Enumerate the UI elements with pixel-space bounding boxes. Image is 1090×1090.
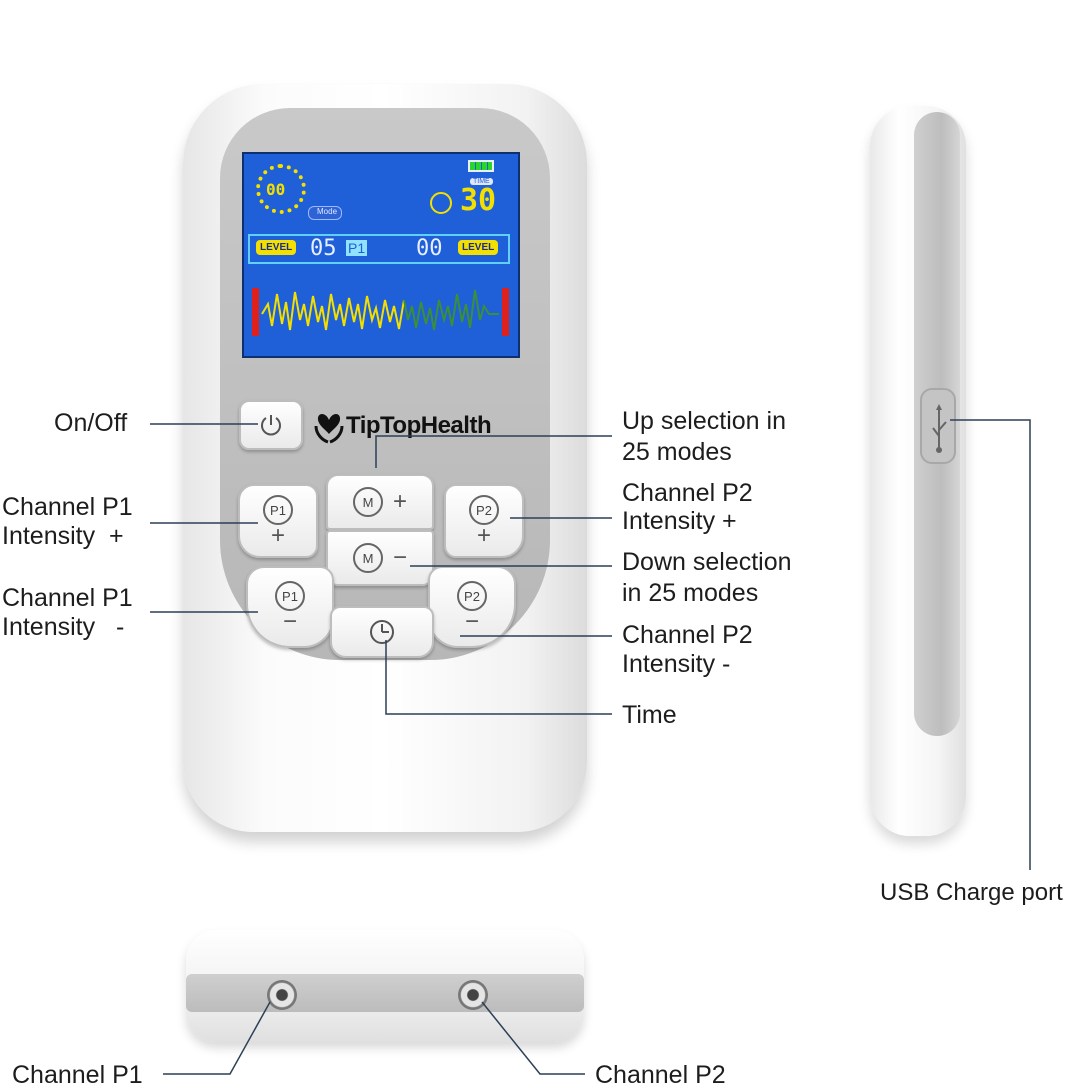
label-p1-minus-line2: Intensity - <box>2 613 125 641</box>
p2-chip-icon: P2 <box>457 581 487 611</box>
p1-chip-icon: P1 <box>275 581 305 611</box>
label-p2-minus-line1: Channel P2 <box>622 621 753 649</box>
level-tag-p2: LEVEL <box>458 240 499 255</box>
brand-name: TipTopHealth <box>346 412 492 439</box>
lcd-screen: 00 Mode TIME 30 LEVEL 05 P1 00 LEVEL <box>242 152 520 358</box>
label-bottom-p1: Channel P1 <box>12 1061 143 1089</box>
label-up-line1: Up selection in <box>622 407 786 435</box>
p1-tag: P1 <box>346 240 368 256</box>
label-p1-plus-line1: Channel P1 <box>2 493 133 521</box>
label-p1-plus-line2: Intensity + <box>2 522 124 550</box>
timer-icon <box>430 192 452 214</box>
mode-chip-icon: M <box>352 487 383 517</box>
bottom-device-band <box>186 974 584 1012</box>
p2-level-bar <box>502 288 509 336</box>
label-bottom-p2: Channel P2 <box>595 1061 726 1089</box>
p1-output-jack <box>267 980 297 1010</box>
brand-logo <box>314 408 344 444</box>
label-up-line2: 25 modes <box>622 438 732 466</box>
time-tag: TIME <box>470 178 493 185</box>
p2-minus-button[interactable]: P2 − <box>428 566 516 648</box>
label-time: Time <box>622 701 677 729</box>
mode-tag: Mode <box>308 206 342 220</box>
mode-value: 00 <box>266 180 286 199</box>
p2-output-jack <box>458 980 488 1010</box>
usb-icon <box>932 404 947 453</box>
mode-label: Mode <box>317 207 338 216</box>
p2-value: 00 <box>416 236 443 261</box>
label-usb: USB Charge port <box>880 879 1063 906</box>
plus-sign: + <box>476 522 491 549</box>
p2-chip-icon: P2 <box>469 495 499 525</box>
minus-sign: − <box>464 608 479 635</box>
label-p2-minus-line2: Intensity - <box>622 650 731 678</box>
p2-plus-button[interactable]: P2 + <box>444 484 524 558</box>
power-button[interactable] <box>239 400 303 450</box>
plus-sign: + <box>270 522 285 549</box>
label-down-line1: Down selection <box>622 548 792 576</box>
p1-plus-button[interactable]: P1 + <box>238 484 318 558</box>
battery-icon <box>468 160 494 172</box>
waveform-graphic <box>261 289 499 331</box>
p1-level-bar <box>252 288 259 336</box>
heart-hands-icon <box>314 414 344 444</box>
level-tag-p1: LEVEL <box>256 240 297 255</box>
plus-sign: + <box>392 488 407 515</box>
mode-up-button[interactable]: M + <box>326 474 434 530</box>
label-p2-plus-line2: Intensity + <box>622 507 737 535</box>
p1-chip-icon: P1 <box>263 495 293 525</box>
time-value: 30 <box>460 183 497 218</box>
mode-down-button[interactable]: M − <box>326 530 434 586</box>
label-down-line2: in 25 modes <box>622 579 759 607</box>
label-on-off: On/Off <box>54 409 128 437</box>
p1-value: 05 <box>310 236 337 261</box>
time-button[interactable] <box>330 606 434 658</box>
usb-port <box>920 388 956 464</box>
mode-chip-icon: M <box>352 543 383 573</box>
power-icon <box>261 415 281 436</box>
minus-sign: − <box>282 608 297 635</box>
p1-minus-button[interactable]: P1 − <box>246 566 334 648</box>
label-p2-plus-line1: Channel P2 <box>622 479 753 507</box>
lcd-divider <box>248 234 510 264</box>
label-p1-minus-line1: Channel P1 <box>2 584 133 612</box>
mode-ring-icon <box>256 164 306 214</box>
minus-sign: − <box>392 544 407 571</box>
clock-icon <box>370 620 394 644</box>
